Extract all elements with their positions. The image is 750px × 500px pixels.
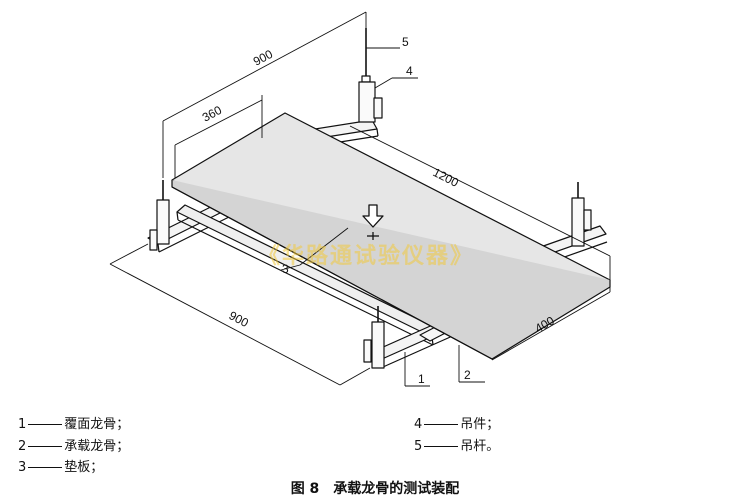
legend-num: 1: [18, 417, 27, 432]
watermark: 《华路通试验仪器》: [258, 244, 475, 269]
legend-num: 5: [414, 439, 423, 454]
hanger-top-back: [358, 28, 383, 123]
dimension-lines: [109, 11, 611, 386]
callout-3: 3: [282, 262, 289, 276]
callout-2: 2: [464, 368, 471, 382]
legend-item-2: 2 承载龙骨；: [18, 439, 129, 455]
assembly-diagram: 900 360 1200 900 400 5 4 3 1 2: [109, 11, 611, 387]
legend-num: 3: [18, 460, 27, 475]
callout-leaders: [280, 47, 485, 387]
legend-num: 2: [18, 439, 27, 454]
load-arrow-icon: [362, 204, 384, 240]
legend-item-5: 5 吊杆。: [414, 439, 499, 455]
callout-4: 4: [406, 64, 413, 78]
callout-1: 1: [418, 372, 425, 386]
legend-item-1: 1 覆面龙骨；: [18, 417, 129, 433]
hanger-bottom: [363, 306, 385, 369]
dim-900-top: 900: [251, 47, 276, 69]
callout-5: 5: [402, 35, 409, 49]
legend-item-3: 3 垫板；: [18, 460, 103, 476]
legend-text: 吊杆。: [460, 439, 500, 454]
hanger-right: [571, 182, 592, 247]
figure-caption: 图 8 承载龙骨的测试装配: [290, 481, 460, 497]
legend-text: 覆面龙骨；: [64, 417, 130, 432]
legend-text: 垫板；: [64, 460, 104, 475]
legend-num: 4: [414, 417, 423, 432]
hanger-left: [149, 180, 170, 251]
dim-1200: 1200: [431, 165, 461, 190]
lower-long-channel: [176, 204, 441, 346]
legend-text: 承载龙骨；: [64, 439, 130, 454]
legend-item-4: 4 吊件；: [414, 417, 499, 433]
legend-text: 吊件；: [460, 417, 500, 432]
